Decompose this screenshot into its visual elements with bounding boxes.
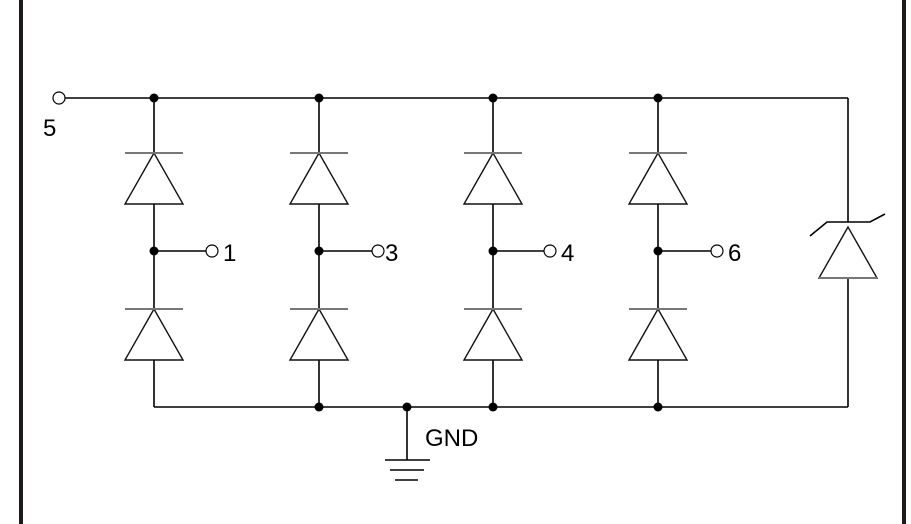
junction-dot xyxy=(314,402,324,412)
ground-symbol-icon xyxy=(385,459,430,481)
frame-left-border xyxy=(19,0,23,524)
upper-diode-icon xyxy=(123,151,185,205)
junction-dot xyxy=(653,93,663,103)
channel-3: 3 xyxy=(288,93,398,412)
terminal-circle-icon xyxy=(205,244,219,258)
channel-1: 1 xyxy=(123,93,236,407)
upper-diode-icon xyxy=(462,151,524,205)
channel-4: 4 xyxy=(462,93,574,412)
terminal-circle-icon xyxy=(52,91,66,105)
upper-diode-icon xyxy=(288,151,350,205)
gnd-rail xyxy=(154,278,849,460)
pin-label: 1 xyxy=(223,240,236,267)
channels: 1 3 4 6 xyxy=(123,93,741,412)
terminal-circle-icon xyxy=(371,244,385,258)
junction-dot xyxy=(149,93,159,103)
channel-6: 6 xyxy=(627,93,741,412)
pin-label: 3 xyxy=(385,240,398,267)
lower-diode-icon xyxy=(627,307,689,361)
lower-diode-icon xyxy=(462,307,524,361)
lower-diode-icon xyxy=(123,307,185,361)
supply-pin-label: 5 xyxy=(43,115,56,142)
zener-diode-icon xyxy=(809,213,886,279)
supply-terminal: 5 xyxy=(43,91,66,142)
frame-right-border xyxy=(902,0,906,524)
junction-dot xyxy=(488,93,498,103)
junction-dot xyxy=(314,93,324,103)
vcc-rail xyxy=(65,97,849,222)
pin-label: 6 xyxy=(728,240,741,267)
lower-diode-icon xyxy=(288,307,350,361)
upper-diode-icon xyxy=(627,151,689,205)
junction-dot xyxy=(653,402,663,412)
junction-dot xyxy=(488,402,498,412)
pin-label: 4 xyxy=(561,240,574,267)
gnd-label: GND xyxy=(425,425,478,452)
terminal-circle-icon xyxy=(543,244,557,258)
terminal-circle-icon xyxy=(710,244,724,258)
